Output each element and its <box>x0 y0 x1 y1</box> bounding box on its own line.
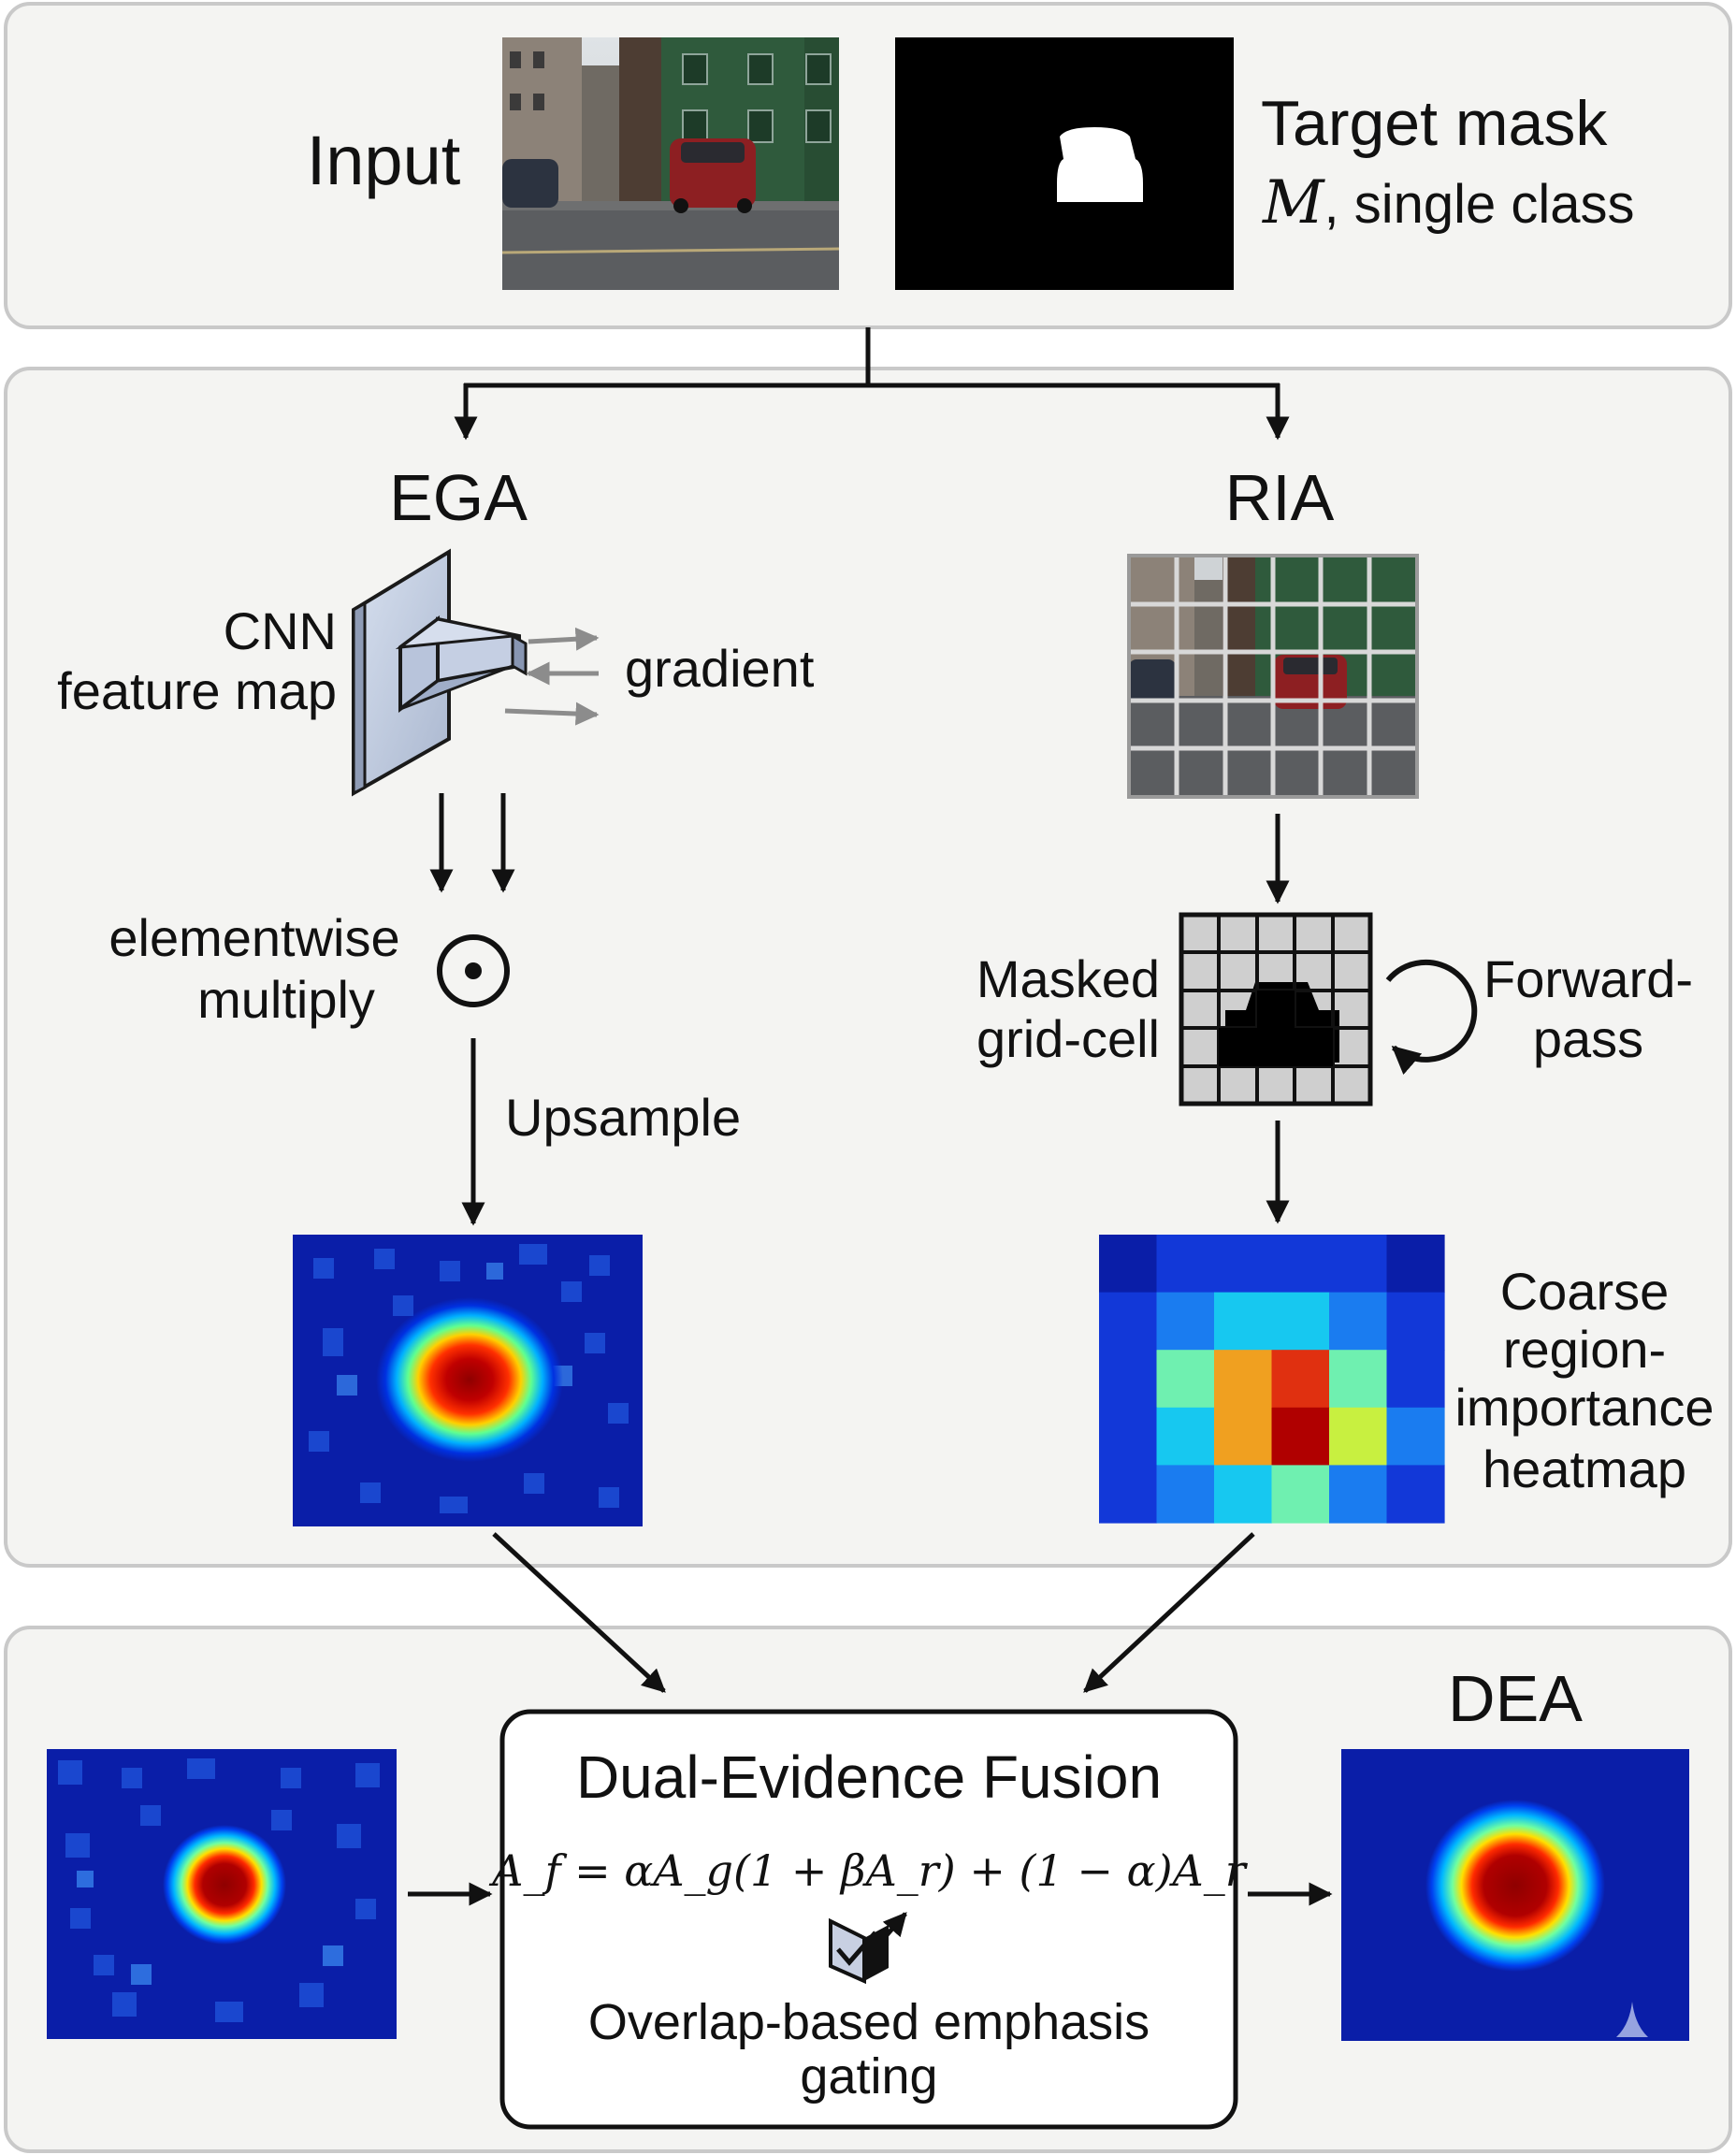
masked-label-2: grid-cell <box>976 1009 1160 1068</box>
heatmap-cell <box>1271 1235 1330 1294</box>
fusion-box <box>499 1709 1238 2130</box>
heatmap-label-1: Coarse <box>1500 1262 1670 1321</box>
gradient-label: gradient <box>625 639 815 698</box>
heatmap-label-3: importance <box>1454 1378 1714 1437</box>
ria-to-fusion-arrow <box>1083 1532 1255 1693</box>
mask-symbol: M <box>1262 168 1325 238</box>
feature-map-label: feature map <box>57 661 337 720</box>
heatmap-cell <box>1329 1465 1388 1524</box>
dea-title: DEA <box>1448 1662 1583 1735</box>
cycle-arrow-icon <box>1385 959 1478 1076</box>
feature-map-icon <box>352 548 528 797</box>
target-mask-image <box>895 37 1234 290</box>
ria-heatmap <box>1099 1235 1445 1524</box>
mask-subtitle-text: , single class <box>1324 174 1635 235</box>
heatmap-cell <box>1271 1407 1330 1466</box>
heatmap-cell <box>1099 1407 1158 1466</box>
multiply-label-1: elementwise <box>108 908 399 967</box>
ega-heatmap <box>293 1235 643 1526</box>
heatmap-cell <box>1156 1465 1215 1524</box>
heatmap-cell <box>1329 1292 1388 1351</box>
dot-product-icon <box>437 934 510 1007</box>
heatmap-cell <box>1271 1350 1330 1409</box>
heatmap-cell <box>1156 1407 1215 1466</box>
heatmap-cell <box>1214 1407 1273 1466</box>
fusion-title: Dual-Evidence Fusion <box>576 1743 1162 1811</box>
heatmap-cell <box>1156 1350 1215 1409</box>
heatmap-cell <box>1386 1465 1445 1524</box>
heatmap-cell <box>1386 1350 1445 1409</box>
gating-icon <box>829 1912 907 1985</box>
heatmap-cell <box>1386 1407 1445 1466</box>
dea-output-heatmap <box>1341 1749 1689 2041</box>
heatmap-cell <box>1271 1292 1330 1351</box>
heatmap-label-4: heatmap <box>1483 1439 1686 1498</box>
forward-label-2: pass <box>1533 1009 1643 1068</box>
input-image <box>501 37 840 290</box>
gradient-arrows <box>504 627 600 726</box>
heatmap-cell <box>1329 1235 1388 1294</box>
multiply-label-2: multiply <box>197 970 375 1029</box>
heatmap-cell <box>1386 1235 1445 1294</box>
gating-label-1: Overlap-based emphasis <box>588 1994 1150 2050</box>
heatmap-cell <box>1099 1292 1158 1351</box>
heatmap-cell <box>1329 1407 1388 1466</box>
gating-label-2: gating <box>800 2048 937 2104</box>
heatmap-cell <box>1156 1235 1215 1294</box>
heatmap-cell <box>1271 1465 1330 1524</box>
target-mask-title: Target mask <box>1261 88 1608 159</box>
ria-title: RIA <box>1225 461 1335 534</box>
upsample-label: Upsample <box>505 1088 741 1147</box>
heatmap-cell <box>1099 1350 1158 1409</box>
masked-grid-icon <box>1179 912 1373 1106</box>
fusion-input-heatmap <box>47 1749 397 2039</box>
split-connector-overlay <box>454 327 1290 441</box>
heatmap-cell <box>1214 1235 1273 1294</box>
input-label: Input <box>307 122 461 199</box>
heatmap-cell <box>1386 1292 1445 1351</box>
ega-double-arrow <box>429 793 515 893</box>
heatmap-cell <box>1156 1292 1215 1351</box>
forward-label-1: Forward- <box>1483 949 1693 1008</box>
heatmap-cell <box>1099 1465 1158 1524</box>
heatmap-cell <box>1214 1350 1273 1409</box>
heatmap-cell <box>1214 1465 1273 1524</box>
heatmap-cell <box>1214 1292 1273 1351</box>
cnn-label: CNN <box>224 601 337 660</box>
heatmap-cell <box>1329 1350 1388 1409</box>
fusion-formula: A_f = αA_g(1 + βA_r) + (1 − α)A_r <box>488 1845 1249 1896</box>
masked-label-1: Masked <box>976 949 1160 1008</box>
ega-title: EGA <box>389 461 528 534</box>
input-panel <box>4 2 1732 329</box>
ria-grid-image <box>1127 554 1419 799</box>
ega-to-fusion-arrow <box>492 1532 666 1693</box>
heatmap-cell <box>1099 1235 1158 1294</box>
target-mask-subtitle: M, single class <box>1262 168 1635 238</box>
heatmap-label-2: region- <box>1503 1320 1666 1379</box>
